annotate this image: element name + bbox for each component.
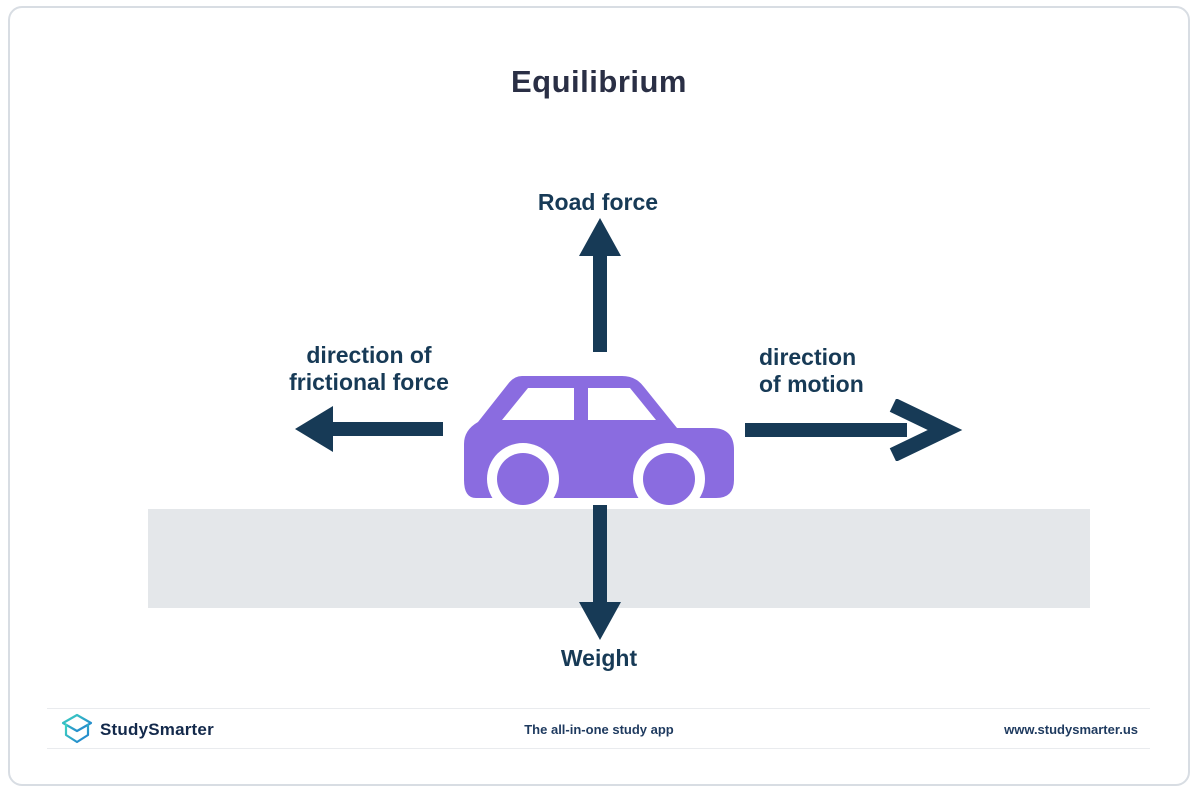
arrow-right-icon [745,399,963,461]
label-direction-of-motion-line2: of motion [759,371,864,397]
footer-divider-bottom [47,748,1150,749]
arrow-up-icon [579,218,621,352]
car-side-icon [464,376,734,505]
arrow-down-icon [579,505,621,640]
footer-website: www.studysmarter.us [1004,722,1138,737]
page-title: Equilibrium [511,64,687,99]
label-road-force: Road force [537,189,659,215]
label-direction-of-motion-line1: direction [759,344,857,370]
label-frictional-force-line1: direction of [306,342,432,368]
label-frictional-force: direction of frictional force [249,342,489,396]
slide-card: Equilibrium Road force Weight direction … [8,6,1190,786]
footer-tagline: The all-in-one study app [524,722,674,737]
brand-name: StudySmarter [100,720,214,739]
label-weight: Weight [560,645,638,671]
footer-divider-top [47,708,1150,709]
studysmarter-box-icon [61,713,93,744]
arrow-left-icon [295,406,443,452]
label-frictional-force-line2: frictional force [289,369,449,395]
road-surface [148,509,1090,608]
label-direction-of-motion: direction of motion [759,344,864,398]
